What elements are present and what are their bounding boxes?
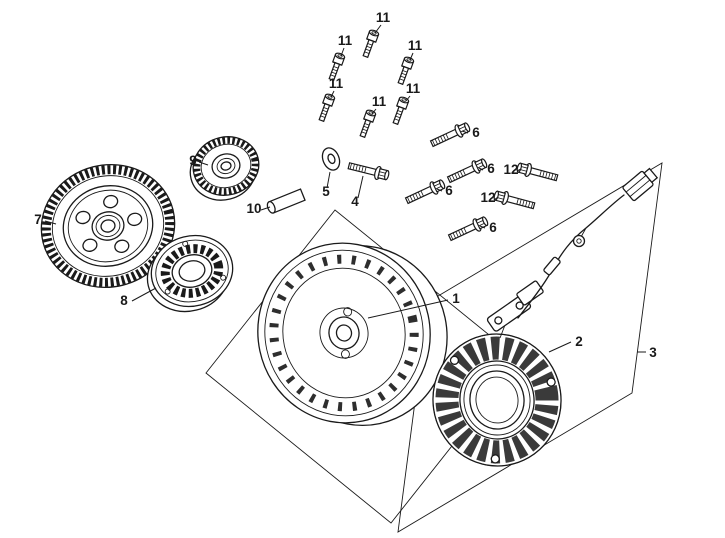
callout-7: 7 <box>34 212 42 227</box>
callout-11a: 11 <box>376 10 391 25</box>
callout-5: 5 <box>322 184 330 199</box>
leader-6b <box>478 167 484 171</box>
dowel-pin <box>266 188 306 214</box>
leader-10 <box>260 206 271 211</box>
callout-labels: 7 9 8 10 5 4 1 2 3 11 11 11 11 11 11 6 6… <box>34 10 657 360</box>
flywheel-rotor <box>257 242 448 427</box>
leader-1 <box>367 299 449 319</box>
callout-6c: 6 <box>445 183 453 198</box>
leader-11d <box>330 90 335 98</box>
callout-11f: 11 <box>372 94 387 109</box>
ring-terminal <box>572 234 586 248</box>
callout-1: 1 <box>452 291 460 306</box>
frame-stator <box>397 162 663 533</box>
leader-11f <box>371 108 377 115</box>
stator-bracket <box>486 280 544 339</box>
primary-driven-gear <box>40 163 176 289</box>
leader-4 <box>357 175 364 199</box>
leader-12b <box>493 196 499 201</box>
idle-gear <box>189 136 260 201</box>
leader-8 <box>131 287 157 302</box>
callout-3: 3 <box>649 345 657 360</box>
callout-10: 10 <box>246 201 261 216</box>
leader-11c <box>409 52 414 61</box>
wire-harness <box>517 167 659 319</box>
leader-6c <box>436 188 443 192</box>
leader-6a <box>461 130 469 134</box>
callout-12a: 12 <box>503 162 518 177</box>
callout-6d: 6 <box>489 220 497 235</box>
callout-11c: 11 <box>408 38 423 53</box>
callout-2: 2 <box>575 334 583 349</box>
leader-11a <box>374 24 382 34</box>
leader-6d <box>479 225 486 229</box>
leader-9 <box>198 161 209 166</box>
leader-2 <box>548 341 572 353</box>
callout-6b: 6 <box>487 161 495 176</box>
leader-7 <box>44 220 57 225</box>
leader-11e <box>405 95 411 102</box>
callout-4: 4 <box>351 194 359 209</box>
callout-9: 9 <box>189 153 197 168</box>
callout-12b: 12 <box>480 190 495 205</box>
leader-lines <box>44 24 646 353</box>
stator <box>432 333 562 467</box>
callout-11b: 11 <box>338 33 353 48</box>
leader-12a <box>516 168 522 172</box>
callout-6a: 6 <box>472 125 480 140</box>
callout-11d: 11 <box>329 76 344 91</box>
leader-11b <box>340 47 345 57</box>
one-way-clutch <box>146 234 234 313</box>
harness-connector <box>622 167 659 202</box>
callout-8: 8 <box>120 293 128 308</box>
callout-11e: 11 <box>406 81 421 96</box>
leader-5 <box>326 171 331 189</box>
